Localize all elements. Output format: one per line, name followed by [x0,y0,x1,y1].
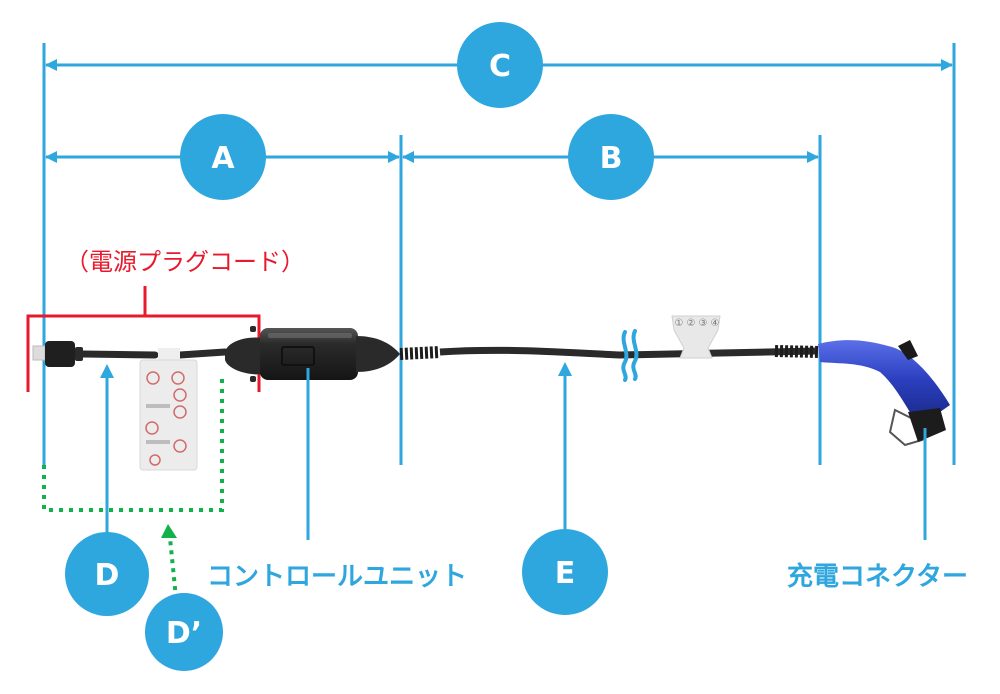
badge-d-prime-label: D’ [166,616,202,651]
badge-e-label: E [555,556,576,591]
clip-icon-1: ① [675,318,684,329]
callout-d-leader [100,364,114,540]
badge-a [180,114,266,200]
badge-c [457,22,543,108]
badge-a-label: A [211,141,235,176]
cable-clip-tag: ① ② ③ ④ [671,315,721,359]
badge-e [522,529,608,615]
dimension-b: B [402,114,819,200]
dimension-a: A [45,114,400,200]
badge-c-label: C [489,49,511,84]
callout-e-leader [558,362,572,530]
badge-b [568,114,654,200]
cable-break-symbol [621,329,639,382]
control-unit [225,326,400,382]
clip-icon-3: ③ [699,318,708,329]
power-plug [32,341,83,367]
caution-tag-dotted-box [42,373,224,512]
clip-icon-4: ④ [711,318,720,329]
badge-d-label: D [95,558,120,593]
control-unit-label: コントロールユニット [207,562,467,592]
badge-b-label: B [600,141,623,176]
charging-cable [399,345,821,360]
badge-d [65,532,149,616]
caution-tag [139,348,198,471]
badge-d-prime [145,593,223,671]
power-cord-2 [176,348,229,359]
charging-connector-label: 充電コネクター [787,561,968,592]
dimension-c: C [45,22,953,108]
power-plug-cord-label: （電源プラグコード） [65,248,305,276]
clip-icon-2: ② [687,318,696,329]
charging-connector [818,340,950,447]
power-cord [79,350,159,359]
